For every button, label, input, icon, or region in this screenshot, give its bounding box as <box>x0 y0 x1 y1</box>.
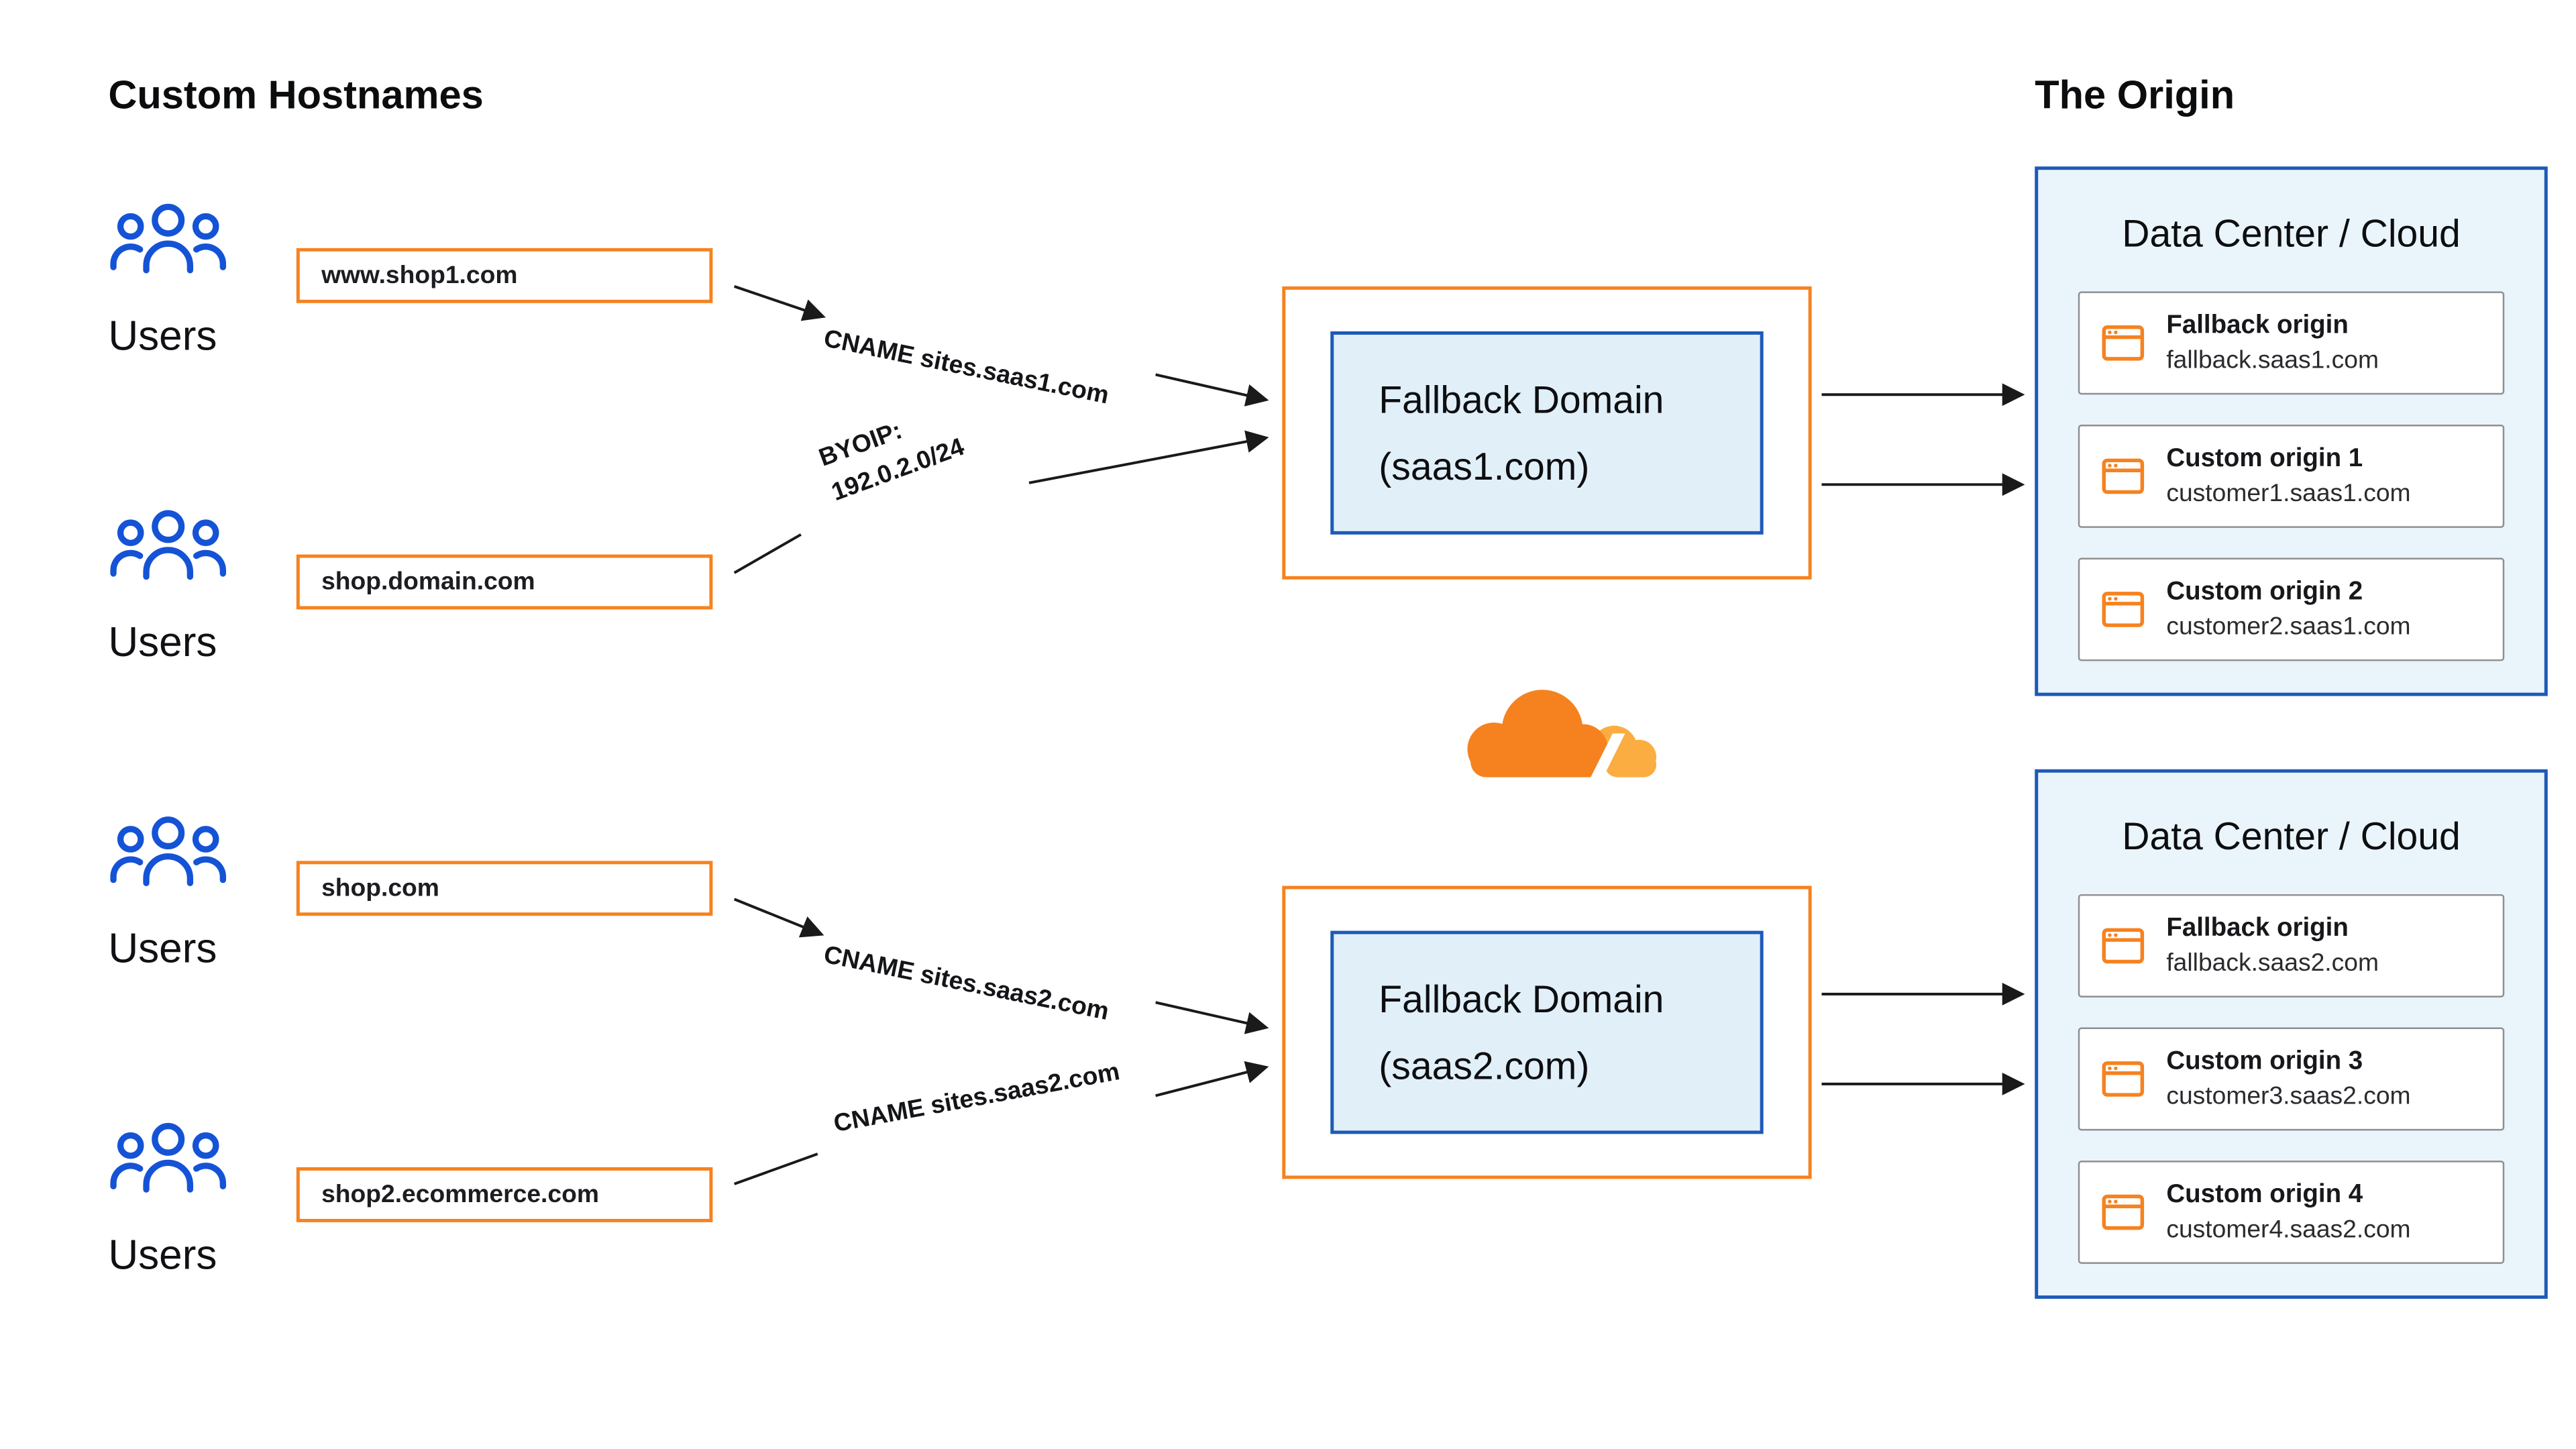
users-icon <box>110 203 227 274</box>
origin-name: Custom origin 4 <box>2166 1180 2363 1209</box>
origin-host: customer1.saas1.com <box>2166 480 2411 508</box>
origin-name: Fallback origin <box>2166 913 2349 943</box>
origin-host: customer3.saas2.com <box>2166 1083 2411 1112</box>
fallback-domain-saas2: Fallback Domain (saas2.com) <box>1330 930 1764 1134</box>
origin-card-fallback-saas2: Fallback origin fallback.saas2.com <box>2078 894 2505 998</box>
origin-card-custom3-saas2: Custom origin 3 customer3.saas2.com <box>2078 1027 2505 1131</box>
hostname-text: shop.com <box>321 874 439 903</box>
browser-icon <box>2102 1061 2145 1097</box>
origin-name: Custom origin 2 <box>2166 577 2363 606</box>
users-icon <box>110 510 227 580</box>
user-group-1: Users <box>108 200 258 362</box>
hostname-box-shop: shop.com <box>296 861 713 916</box>
data-center-saas2: Data Center / Cloud Fallback origin fall… <box>2035 769 2548 1299</box>
origin-name: Fallback origin <box>2166 311 2349 339</box>
cloudflare-logo <box>1424 671 1673 804</box>
users-label: Users <box>108 1232 217 1279</box>
users-label: Users <box>108 619 217 666</box>
custom-hostnames-title: Custom Hostnames <box>108 73 484 119</box>
data-center-saas1: Data Center / Cloud Fallback origin fall… <box>2035 166 2548 696</box>
origin-card-custom2-saas1: Custom origin 2 customer2.saas1.com <box>2078 557 2505 661</box>
hostname-box-shop2-ecommerce: shop2.ecommerce.com <box>296 1167 713 1222</box>
byoip-label: BYOIP: 192.0.2.0/24 <box>814 395 970 511</box>
fallback-domain-line1: Fallback Domain <box>1379 377 1664 421</box>
hostname-text: shop.domain.com <box>321 568 535 596</box>
origin-name: Custom origin 1 <box>2166 443 2363 473</box>
origin-host: customer2.saas1.com <box>2166 613 2411 642</box>
browser-icon <box>2102 592 2145 627</box>
origin-host: fallback.saas1.com <box>2166 347 2379 376</box>
browser-icon <box>2102 458 2145 494</box>
fallback-domain-saas1-outer: Fallback Domain (saas1.com) <box>1282 286 1812 580</box>
users-icon <box>110 816 227 886</box>
fallback-domain-line2: (saas1.com) <box>1379 444 1590 488</box>
browser-icon <box>2102 1194 2145 1230</box>
hostname-text: www.shop1.com <box>321 261 518 290</box>
origin-host: fallback.saas2.com <box>2166 949 2379 978</box>
fallback-domain-saas2-outer: Fallback Domain (saas2.com) <box>1282 885 1812 1179</box>
fallback-domain-line2: (saas2.com) <box>1379 1044 1590 1087</box>
cloudflare-cloud-icon <box>1467 690 1657 781</box>
users-label: Users <box>108 313 217 360</box>
cname-saas2-label-b: CNAME sites.saas2.com <box>831 1057 1122 1139</box>
hostname-text: shop2.ecommerce.com <box>321 1180 599 1210</box>
cname-saas2-label-a: CNAME sites.saas2.com <box>821 941 1112 1026</box>
browser-icon <box>2102 325 2145 361</box>
hostname-box-shop1: www.shop1.com <box>296 248 713 303</box>
origin-card-custom1-saas1: Custom origin 1 customer1.saas1.com <box>2078 424 2505 528</box>
users-label: Users <box>108 926 217 973</box>
origin-host: customer4.saas2.com <box>2166 1216 2411 1245</box>
users-icon <box>110 1122 227 1193</box>
origin-card-custom4-saas2: Custom origin 4 customer4.saas2.com <box>2078 1161 2505 1264</box>
origin-card-fallback-saas1: Fallback origin fallback.saas1.com <box>2078 291 2505 395</box>
data-center-title: Data Center / Cloud <box>2122 211 2461 255</box>
cname-saas1-label: CNAME sites.saas1.com <box>821 324 1112 411</box>
user-group-4: Users <box>108 1119 258 1281</box>
origin-name: Custom origin 3 <box>2166 1046 2363 1075</box>
the-origin-title: The Origin <box>2035 73 2235 119</box>
hostname-box-shop-domain: shop.domain.com <box>296 554 713 610</box>
data-center-title: Data Center / Cloud <box>2122 814 2461 858</box>
user-group-3: Users <box>108 812 258 974</box>
user-group-2: Users <box>108 506 258 668</box>
browser-icon <box>2102 928 2145 964</box>
fallback-domain-line1: Fallback Domain <box>1379 977 1664 1020</box>
fallback-domain-saas1: Fallback Domain (saas1.com) <box>1330 331 1764 535</box>
